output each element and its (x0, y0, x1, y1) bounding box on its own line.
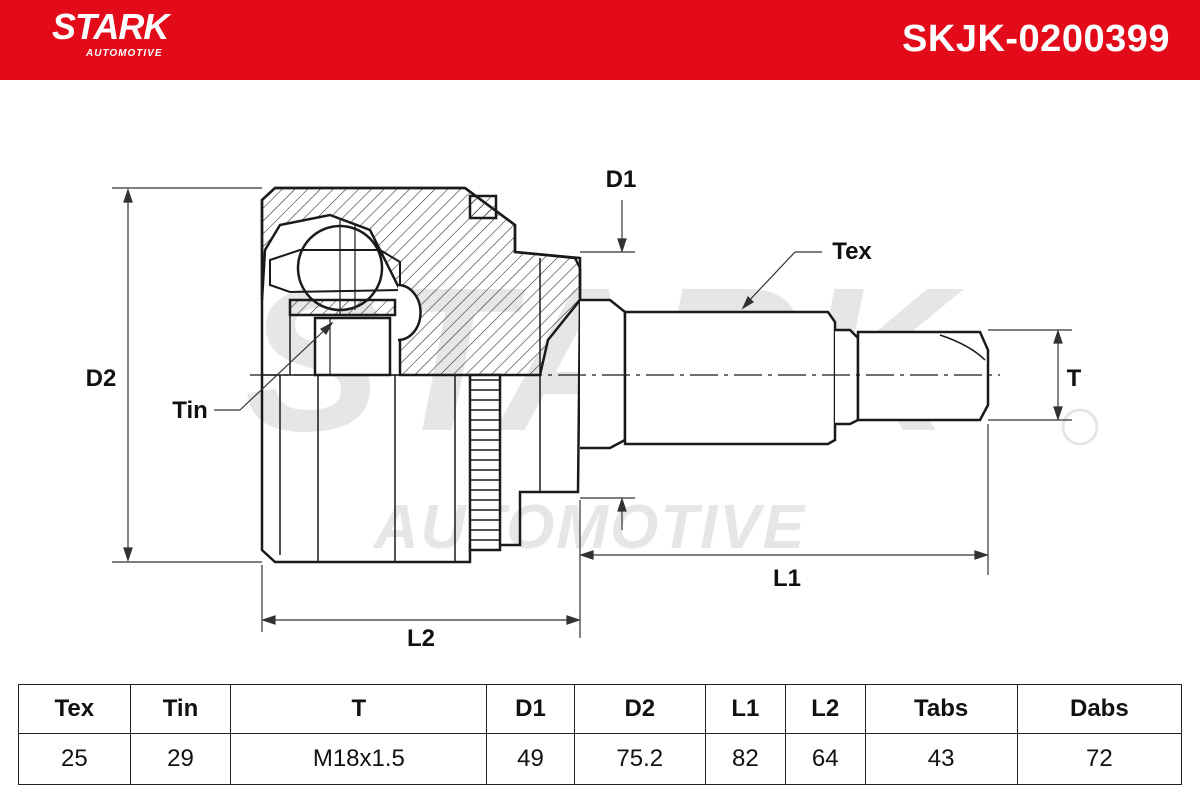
label-d2: D2 (86, 365, 117, 392)
spec-value-cell: 49 (486, 733, 575, 785)
header-bar: STARK AUTOMOTIVE SKJK-0200399 (0, 0, 1200, 80)
technical-drawing: STARK AUTOMOTIVE (86, 166, 1099, 652)
spec-header-cell: T (230, 684, 488, 734)
label-d1: D1 (606, 166, 637, 193)
spec-value-cell: 64 (784, 733, 866, 785)
spec-value-cell: 72 (1016, 733, 1183, 785)
spec-value-cell: 82 (704, 733, 786, 785)
spec-value-cell: 25 (18, 733, 131, 785)
label-tin: Tin (172, 397, 208, 424)
spec-header-cell: Tex (18, 684, 131, 734)
part-number: SKJK-0200399 (902, 18, 1170, 60)
spec-header-cell: Dabs (1016, 684, 1183, 734)
label-tex: Tex (832, 238, 872, 265)
label-t: T (1067, 365, 1082, 392)
label-l2: L2 (407, 625, 435, 652)
spec-header-cell: L2 (784, 684, 866, 734)
cv-joint-shaft (580, 298, 990, 450)
spec-header-cell: Tin (129, 684, 232, 734)
spec-header-cell: D2 (573, 684, 706, 734)
dimension-labels: D1 D2 Tex Tin T L1 L2 (86, 166, 1082, 652)
watermark-sub: AUTOMOTIVE (372, 493, 806, 562)
stark-logo: STARK AUTOMOTIVE (52, 6, 169, 60)
spec-value-cell: 75.2 (573, 733, 706, 785)
spec-value-cell: 43 (864, 733, 1018, 785)
spec-header-cell: D1 (486, 684, 575, 734)
spec-value-cell: M18x1.5 (230, 733, 488, 785)
logo-brand-text: STARK (52, 6, 169, 47)
spec-table-header-row: Tex Tin T D1 D2 L1 L2 Tabs Dabs (18, 684, 1183, 734)
label-l1: L1 (773, 565, 801, 592)
spec-table-value-row: 25 29 M18x1.5 49 75.2 82 64 43 72 (18, 733, 1183, 785)
watermark-registered-icon (1061, 408, 1099, 446)
spec-value-cell: 29 (129, 733, 232, 785)
spec-header-cell: Tabs (864, 684, 1018, 734)
dimension-lines (112, 187, 1072, 638)
spec-header-cell: L1 (704, 684, 786, 734)
spec-table: Tex Tin T D1 D2 L1 L2 Tabs Dabs 25 29 M1… (18, 684, 1183, 785)
logo-sub-text: AUTOMOTIVE (86, 48, 163, 59)
cv-joint-body (260, 186, 582, 564)
